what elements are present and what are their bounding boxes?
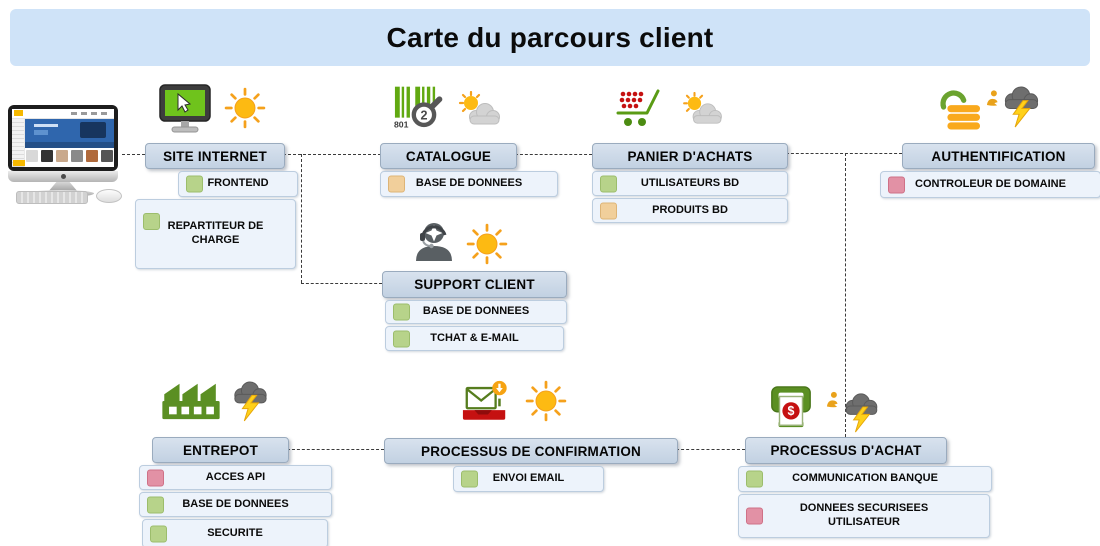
item-label: BASE DE DONNEES — [182, 497, 289, 510]
status-square — [393, 330, 410, 347]
item-utilisateurs-bd[interactable]: UTILISATEURS BD — [592, 171, 788, 196]
item-base-de-donnees-entrepot[interactable]: BASE DE DONNEES — [139, 492, 332, 517]
svg-text:2: 2 — [420, 109, 427, 123]
item-controleur-de-domaine[interactable]: CONTROLEUR DE DOMAINE — [880, 171, 1100, 198]
item-base-de-donnees-support[interactable]: BASE DE DONNEES — [385, 300, 567, 324]
factory-icon — [159, 379, 223, 421]
connector-panier-achat-vertical — [845, 153, 846, 437]
status-square — [746, 507, 763, 525]
node-processus-de-confirmation[interactable]: PROCESSUS DE CONFIRMATION — [384, 438, 678, 464]
status-square — [147, 496, 164, 513]
imac-stand — [48, 182, 78, 192]
storm-cloud-icon — [841, 392, 881, 433]
storm-cloud-icon — [231, 380, 269, 422]
status-square — [388, 175, 405, 193]
email-received-icon — [461, 380, 511, 423]
item-label: CONTROLEUR DE DOMAINE — [915, 177, 1066, 190]
sun-icon — [224, 87, 266, 129]
status-square — [150, 525, 167, 542]
atm-payment-icon: $ — [767, 385, 815, 431]
connector-catalogue-panier — [515, 154, 592, 155]
item-label: ACCES API — [205, 470, 266, 483]
node-catalogue[interactable]: CATALOGUE — [380, 143, 517, 169]
sun-icon — [525, 380, 567, 422]
status-square — [746, 470, 763, 488]
title-bar: Carte du parcours client — [10, 9, 1090, 66]
connector-computer-site — [122, 154, 145, 155]
user-icon — [826, 391, 839, 408]
status-square — [461, 470, 478, 488]
connector-confirmation-achat — [676, 449, 745, 450]
node-panier-achats[interactable]: PANIER D'ACHATS — [592, 143, 788, 169]
item-label: REPARTITEUR DE CHARGE — [167, 220, 264, 246]
item-label: BASE DE DONNEES — [415, 177, 523, 190]
support-agent-icon — [412, 220, 456, 262]
node-support-client[interactable]: SUPPORT CLIENT — [382, 271, 567, 298]
connector-site-support-vertical — [301, 154, 302, 283]
status-square — [600, 175, 617, 192]
item-label: UTILISATEURS BD — [640, 176, 740, 189]
item-label: FRONTEND — [207, 177, 269, 190]
node-label: SITE INTERNET — [163, 148, 267, 164]
item-label: TCHAT & E-MAIL — [430, 331, 519, 344]
item-acces-api[interactable]: ACCES API — [139, 465, 332, 490]
connector-panier-authentification — [786, 153, 902, 154]
imac-computer-image — [6, 100, 124, 212]
padlock-open-icon — [931, 84, 983, 130]
node-processus-achat[interactable]: PROCESSUS D'ACHAT — [745, 437, 947, 464]
node-authentification[interactable]: AUTHENTIFICATION — [902, 143, 1095, 169]
node-label: SUPPORT CLIENT — [414, 277, 535, 292]
connector-entrepot-confirmation — [287, 449, 384, 450]
item-label: DONNEES SECURISEES UTILISATEUR — [799, 502, 929, 528]
item-label: BASE DE DONNEES — [422, 305, 530, 318]
connector-site-catalogue — [283, 154, 381, 155]
node-label: CATALOGUE — [405, 148, 492, 164]
sun-icon — [466, 223, 508, 265]
item-tchat-email[interactable]: TCHAT & E-MAIL — [385, 326, 564, 351]
status-square — [393, 303, 410, 321]
status-square — [143, 213, 160, 230]
status-square — [186, 175, 203, 193]
node-label: ENTREPOT — [182, 442, 259, 458]
item-donnees-securisees-utilisateur[interactable]: DONNEES SECURISEES UTILISATEUR — [738, 494, 990, 538]
imac-chin — [8, 171, 118, 182]
item-communication-banque[interactable]: COMMUNICATION BANQUE — [738, 466, 992, 492]
item-label: ENVOI EMAIL — [492, 472, 565, 485]
imac-screen — [8, 105, 118, 171]
svg-text:801: 801 — [394, 119, 409, 129]
user-icon — [986, 90, 999, 106]
storm-cloud-icon — [1001, 85, 1041, 128]
item-label: COMMUNICATION BANQUE — [792, 472, 938, 485]
monitor-cursor-icon — [156, 83, 214, 135]
node-entrepot[interactable]: ENTREPOT — [152, 437, 289, 463]
item-produits-bd[interactable]: PRODUITS BD — [592, 198, 788, 223]
item-base-de-donnees-catalogue[interactable]: BASE DE DONNEES — [380, 171, 558, 197]
svg-text:$: $ — [788, 404, 795, 418]
sun-cloud-icon — [457, 91, 503, 127]
shopping-cart-icon — [615, 87, 661, 129]
connector-site-support — [301, 283, 382, 284]
webpage-thumbnail — [12, 109, 114, 167]
node-label: PROCESSUS D'ACHAT — [770, 443, 922, 458]
keyboard-image — [16, 191, 88, 204]
item-label: PRODUITS BD — [652, 203, 728, 216]
mouse-image — [96, 189, 122, 203]
item-frontend[interactable]: FRONTEND — [178, 171, 298, 197]
status-square — [147, 469, 164, 486]
sun-cloud-icon — [681, 92, 725, 126]
item-label: SECURITE — [207, 526, 263, 539]
node-label: AUTHENTIFICATION — [931, 148, 1066, 164]
node-site-internet[interactable]: SITE INTERNET — [145, 143, 285, 169]
item-repartiteur-de-charge[interactable]: REPARTITEUR DE CHARGE — [135, 199, 296, 269]
barcode-scan-icon: 801 2 — [393, 84, 453, 130]
page-title: Carte du parcours client — [386, 21, 714, 53]
item-envoi-email[interactable]: ENVOI EMAIL — [453, 466, 604, 492]
status-square — [888, 176, 905, 193]
node-label: PANIER D'ACHATS — [627, 148, 753, 164]
status-square — [600, 202, 617, 219]
node-label: PROCESSUS DE CONFIRMATION — [420, 443, 641, 459]
item-securite[interactable]: SECURITE — [142, 519, 328, 546]
